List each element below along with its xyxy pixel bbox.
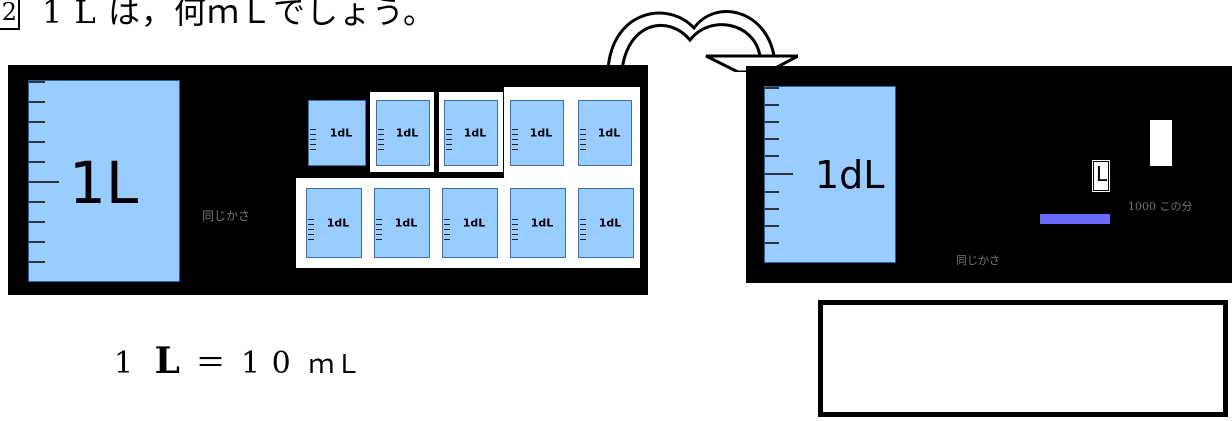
tank-tick (765, 138, 779, 140)
equation-left-unit: L (155, 345, 181, 377)
deciliter-cup: 1dL (578, 188, 634, 258)
small-cup-label: L (1096, 162, 1107, 186)
one-deciliter-tank: 1dL (764, 86, 896, 263)
tank-tick (765, 121, 779, 123)
equation: 1 L ＝ 1 0 ｍＬ (114, 345, 362, 381)
deciliter-cup: 1dL (376, 100, 430, 166)
right-illustration-panel: 1dL 同じかさ L 1000 この分 (746, 66, 1232, 283)
question-number: 2 (0, 0, 20, 30)
deciliter-cup: 1dL (442, 188, 498, 258)
question-text: 1 L は，何ｍＬでしょう。 (42, 0, 436, 28)
tank-tick (29, 241, 45, 243)
tank-tick (765, 155, 779, 157)
tank-tick (765, 242, 779, 244)
curved-arrow-icon (598, 0, 798, 72)
tank-tick (29, 81, 45, 83)
tank-tick (765, 191, 779, 193)
same-volume-caption: 同じかさ (956, 252, 1000, 268)
cup-label: 1dL (377, 127, 429, 140)
cup-label: 1dL (579, 217, 633, 230)
tall-white-bar (1150, 120, 1172, 166)
equation-operator: ＝ (196, 348, 227, 380)
deciliter-cup: 1dL (444, 100, 498, 166)
cup-label: 1dL (307, 217, 361, 230)
deciliter-cup: 1dL (578, 100, 632, 166)
answer-box[interactable] (818, 300, 1228, 417)
tank-tick (765, 104, 779, 106)
thousandth-caption: 1000 この分 (1128, 198, 1193, 214)
question: 2 1 L は，何ｍＬでしょう。 (0, 0, 436, 44)
tank-tick (765, 87, 779, 89)
tank-tick (765, 208, 779, 210)
tank-tick (29, 101, 45, 103)
deciliter-cup: 1dL (510, 188, 566, 258)
tank-tick (765, 225, 779, 227)
accent-bar (1040, 214, 1110, 224)
deciliter-cup: 1dL (306, 188, 362, 258)
cup-label: 1dL (579, 127, 631, 140)
small-cup-white: L (1092, 160, 1110, 192)
cup-label: 1dL (511, 217, 565, 230)
deciliter-cup: 1dL (374, 188, 430, 258)
tank-tick (765, 173, 793, 175)
tank-tick (29, 261, 45, 263)
equation-left-number: 1 (114, 348, 134, 380)
tank-tick (29, 221, 45, 223)
deciliter-cup: 1dL (510, 100, 564, 166)
same-volume-caption: 同じかさ (202, 207, 250, 224)
deciliter-cup: 1dL (308, 100, 366, 166)
cup-label: 1dL (443, 217, 497, 230)
left-illustration-panel: 1L 同じかさ 1dL 1dL 1dL 1dL 1dL (8, 65, 648, 295)
cup-label: 1dL (511, 127, 563, 140)
cup-label: 1dL (375, 217, 429, 230)
tank-label: 1dL (815, 153, 884, 197)
tank-tick (29, 201, 45, 203)
tank-tick (29, 121, 45, 123)
tank-tick (29, 141, 45, 143)
tank-label: 1L (69, 149, 138, 217)
cup-label: 1dL (309, 127, 365, 140)
tank-tick (29, 161, 45, 163)
equation-right-unit: ｍＬ (308, 349, 362, 381)
equation-right-value: 1 0 (241, 348, 292, 380)
tank-tick (29, 181, 59, 183)
one-liter-tank: 1L (28, 80, 180, 282)
cup-label: 1dL (445, 127, 497, 140)
